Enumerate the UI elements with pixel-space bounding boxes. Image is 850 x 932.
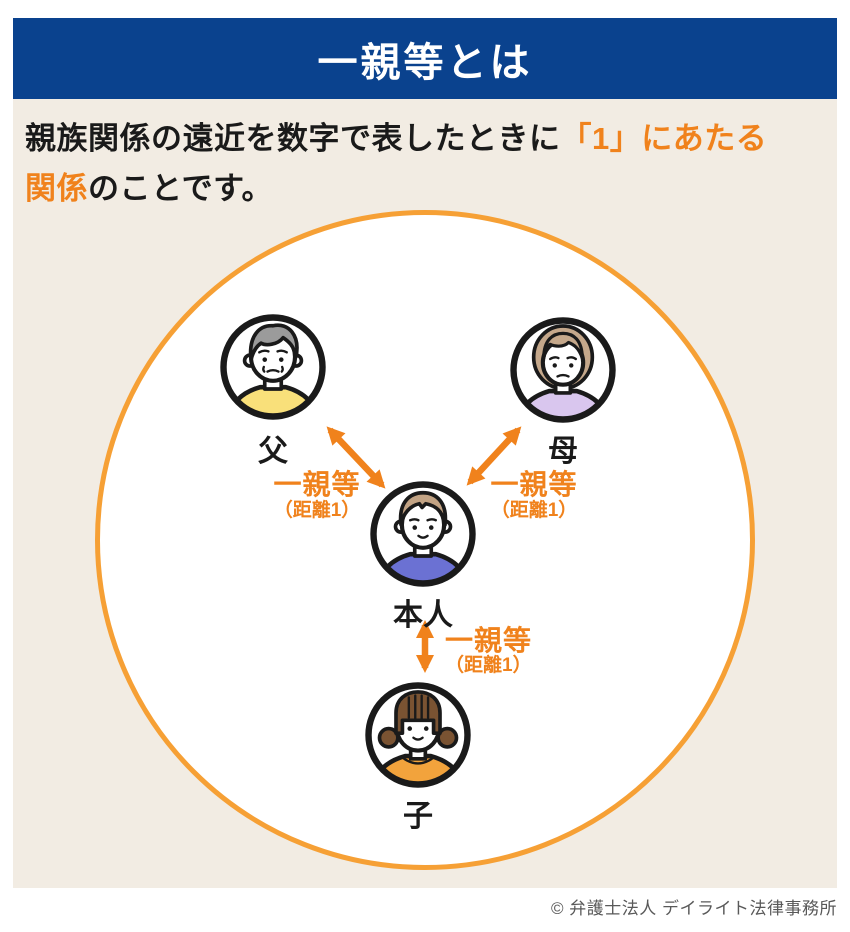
relation-label-mother: 一親等 （距離1） [490, 469, 578, 522]
father-avatar-icon [218, 312, 328, 422]
person-label-self: 本人 [393, 599, 453, 632]
person-label-mother: 母 [548, 435, 578, 468]
header-bar: 一親等とは [13, 18, 837, 99]
person-label-father: 父 [258, 435, 288, 468]
relation-label-father: 一親等 （距離1） [273, 469, 361, 522]
page-title: 一親等とは [317, 40, 533, 85]
content-panel: 一親等とは 親族関係の遠近を数字で表したときに「1」にあたる 関係のことです。 [13, 18, 837, 888]
intro-line-1: 親族関係の遠近を数字で表したときに「1」にあたる [25, 121, 768, 156]
child-avatar-icon [363, 680, 473, 790]
self-avatar-icon [368, 479, 478, 589]
intro-line-2: 関係のことです。 [25, 171, 273, 206]
intro-text: 親族関係の遠近を数字で表したときに「1」にあたる 関係のことです。 [25, 114, 767, 214]
person-label-child: 子 [403, 800, 433, 833]
mother-avatar-icon [508, 315, 618, 425]
relation-label-child: 一親等 （距離1） [445, 625, 533, 676]
copyright-text: © 弁護士法人 デイライト法律事務所 [551, 899, 837, 918]
